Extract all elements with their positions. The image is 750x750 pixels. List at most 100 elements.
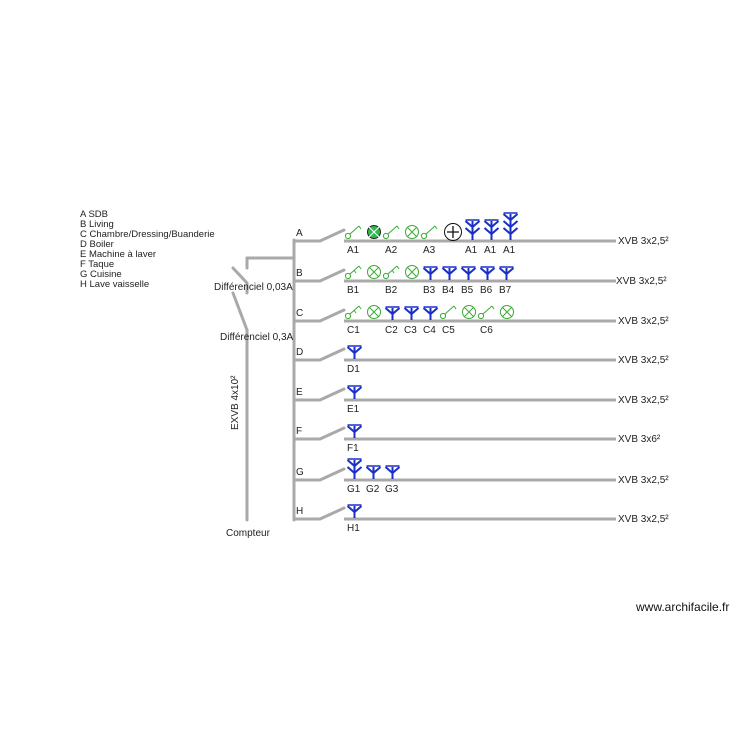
device-socket — [384, 465, 401, 479]
device-label: A1 — [484, 245, 497, 256]
circuit-e: E XVB 3x2,5² E1 — [294, 385, 669, 415]
device-label: E1 — [347, 404, 360, 415]
diff-003-switch — [231, 266, 249, 285]
legend-item-c: C Chambre/Dressing/Buanderie — [80, 229, 215, 240]
device-socket — [403, 306, 420, 320]
meter-label: Compteur — [226, 528, 271, 539]
switch-tip — [358, 305, 362, 310]
device-label: B1 — [347, 285, 360, 296]
device-label: C1 — [347, 325, 360, 336]
cable-label: XVB 3x2,5² — [618, 355, 669, 366]
device-switch — [344, 225, 362, 240]
switch-lever — [349, 225, 360, 235]
circuit-letter: F — [296, 426, 302, 437]
switch-pivot — [382, 232, 390, 240]
lamp-body — [367, 305, 381, 319]
device-label: C5 — [442, 325, 455, 336]
switch-tip — [491, 305, 495, 310]
device-socket2 — [464, 219, 481, 240]
device-socket3 — [502, 212, 519, 240]
device-socket — [441, 266, 458, 280]
lamp-cross — [369, 307, 379, 317]
switch-pivot — [477, 312, 485, 320]
switch-tip-2 — [391, 269, 395, 274]
device-switch2 — [344, 305, 362, 320]
legend-item-b: B Living — [80, 219, 114, 230]
device-label: F1 — [347, 443, 359, 454]
circuit-letter: H — [296, 506, 303, 517]
device-socket — [422, 306, 439, 320]
main-cable-label: EXVB 4x10² — [230, 375, 241, 430]
lamp-body — [500, 305, 514, 319]
device-switch — [439, 305, 457, 320]
lamp-cross — [407, 267, 417, 277]
device-label: A1 — [503, 245, 516, 256]
device-label: B3 — [423, 285, 436, 296]
device-socket — [346, 424, 363, 438]
lamp-body — [405, 225, 419, 239]
device-label: G1 — [347, 484, 361, 495]
diff-03-switch — [231, 291, 249, 332]
cable-label: XVB 3x2,5² — [618, 475, 669, 486]
device-lamp — [405, 225, 419, 239]
cable-label: XVB 3x2,5² — [618, 395, 669, 406]
device-lamp — [367, 265, 381, 279]
device-lamp — [367, 305, 381, 319]
circuit-letter: E — [296, 387, 303, 398]
switch-tip — [358, 225, 362, 230]
cable-label: XVB 3x2,5² — [618, 514, 669, 525]
device-socket — [384, 306, 401, 320]
legend-item-f: F Taque — [80, 259, 114, 270]
switch-tip — [396, 265, 400, 270]
device-label: B7 — [499, 285, 512, 296]
device-label: B6 — [480, 285, 493, 296]
lamp-cross — [502, 307, 512, 317]
circuit-letter: B — [296, 268, 303, 279]
switch-pivot — [344, 272, 352, 280]
lamp-cross — [464, 307, 474, 317]
legend-item-h: H Lave vaisselle — [80, 279, 149, 290]
breaker-switch — [318, 467, 346, 482]
switch-pivot — [439, 312, 447, 320]
switch-lever — [387, 225, 398, 235]
device-socket2 — [483, 219, 500, 240]
breaker-switch — [318, 426, 346, 441]
lamp-cross — [367, 225, 381, 239]
device-switch2 — [344, 265, 362, 280]
switch-pivot — [344, 312, 352, 320]
device-label: D1 — [347, 364, 360, 375]
device-socket — [460, 266, 477, 280]
lamp-body — [367, 265, 381, 279]
breaker-switch — [318, 308, 346, 323]
watermark: www.archifacile.fr — [635, 600, 729, 614]
legend-item-g: G Cuisine — [80, 269, 122, 280]
device-lamp — [405, 265, 419, 279]
device-socket — [346, 345, 363, 359]
device-socket2 — [346, 458, 363, 479]
breaker-switch — [318, 387, 346, 402]
switch-lever — [482, 305, 493, 315]
device-label: B4 — [442, 285, 455, 296]
cable-label: XVB 3x2,5² — [618, 236, 669, 247]
switch-lever — [425, 225, 436, 235]
switch-tip — [358, 265, 362, 270]
circuit-letter: C — [296, 308, 303, 319]
device-switch — [477, 305, 495, 320]
device-label: H1 — [347, 523, 360, 534]
device-switch — [382, 225, 400, 240]
device-lamp-green — [367, 225, 381, 239]
device-socket — [346, 385, 363, 399]
switch-tip-2 — [353, 309, 357, 314]
lamp-cross — [369, 267, 379, 277]
device-label: B5 — [461, 285, 474, 296]
circuit-letter: G — [296, 467, 304, 478]
diff-003-label: Différenciel 0,03A — [214, 282, 293, 293]
switch-lever — [444, 305, 455, 315]
cable-label: XVB 3x2,5² — [618, 316, 669, 327]
device-socket — [422, 266, 439, 280]
